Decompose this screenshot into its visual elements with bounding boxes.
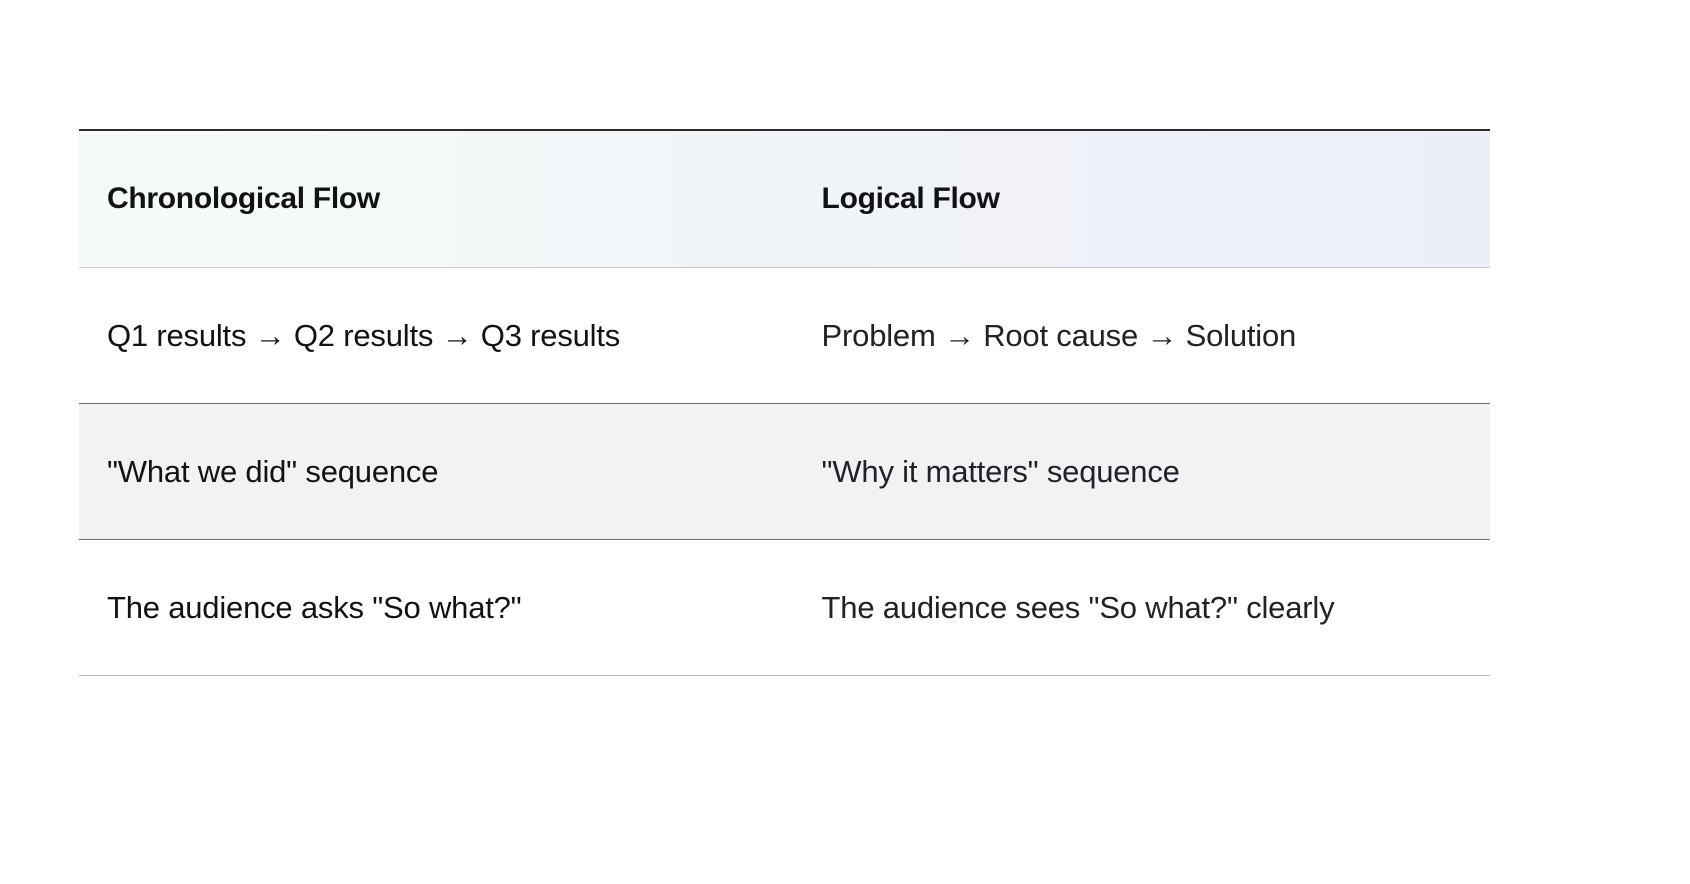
comparison-table-container: Chronological Flow Logical Flow Q1 resul… <box>79 129 1490 676</box>
table-header: Chronological Flow Logical Flow <box>79 129 1490 268</box>
cell-chronological-2: "What we did" sequence <box>79 403 792 540</box>
cell-logical-1: Problem → Root cause → Solution <box>791 267 1490 404</box>
table-body: Q1 results → Q2 results → Q3 results Pro… <box>79 267 1490 676</box>
cell-chronological-1: Q1 results → Q2 results → Q3 results <box>79 267 792 404</box>
column-header-chronological-flow: Chronological Flow <box>79 129 792 268</box>
table-row: Q1 results → Q2 results → Q3 results Pro… <box>79 267 1490 404</box>
cell-logical-3: The audience sees "So what?" clearly <box>791 539 1490 676</box>
table-header-row: Chronological Flow Logical Flow <box>79 129 1490 268</box>
comparison-table: Chronological Flow Logical Flow Q1 resul… <box>79 129 1490 676</box>
table-row: "What we did" sequence "Why it matters" … <box>79 403 1490 540</box>
table-row: The audience asks "So what?" The audienc… <box>79 539 1490 676</box>
cell-chronological-3: The audience asks "So what?" <box>79 539 792 676</box>
cell-logical-2: "Why it matters" sequence <box>791 403 1490 540</box>
column-header-logical-flow: Logical Flow <box>791 129 1490 268</box>
